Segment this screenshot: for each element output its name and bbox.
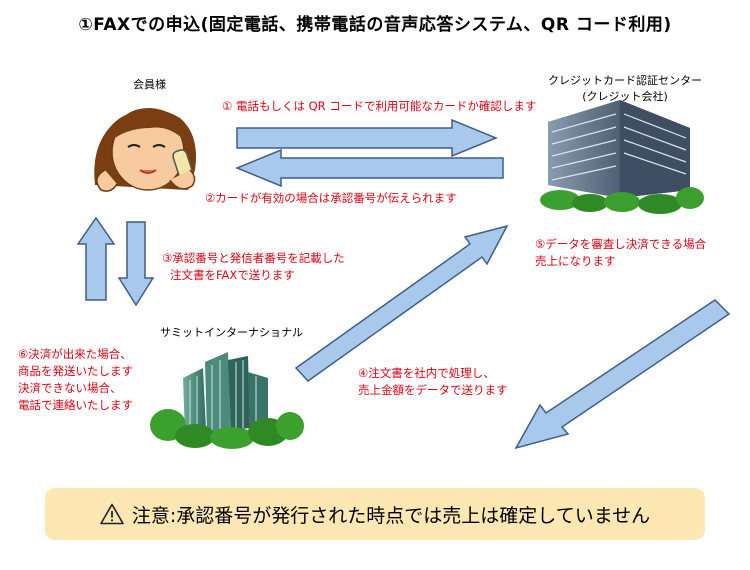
step-6-line3: 決済できない場合、 — [18, 381, 122, 395]
step-5-text: ⑤データを審査し決済できる場合 売上になります — [535, 236, 706, 270]
step-6-text: ⑥決済が出来た場合、 商品を発送いたします 決済できない場合、 電話で連絡いたし… — [18, 346, 133, 414]
arrow-center-to-company-result — [514, 299, 731, 450]
step-3-text: ③承認番号と発信者番号を記載した 注文書をFAXで送ります — [162, 250, 345, 284]
center-label: クレジットカード認証センター (クレジット会社) — [530, 72, 720, 104]
step-5-line1: ⑤データを審査し決済できる場合 — [535, 237, 707, 251]
notice-text: 注意:承認番号が発行された時点では売上は確定していません — [131, 504, 651, 527]
step-1-text: ① 電話もしくは QR コードで利用可能なカードか確認します — [222, 99, 537, 113]
member-illustration — [94, 108, 196, 192]
step-4-line2: 売上金額をデータで送ります — [358, 383, 508, 397]
step-2-text: ②カードが有効の場合は承認番号が伝えられます — [205, 191, 457, 205]
arrow-company-to-center — [294, 224, 509, 382]
arrow-member-to-center — [236, 118, 498, 158]
step-6-line1: ⑥決済が出来た場合、 — [18, 347, 132, 361]
page-title: ①FAXでの申込(固定電話、携帯電話の音声応答システム、QR コード利用) — [78, 15, 672, 35]
step-6-line4: 電話で連絡いたします — [18, 398, 133, 412]
step-3-line2: 注文書をFAXで送ります — [170, 268, 295, 282]
company-label: サミットインターナショナル — [160, 326, 303, 339]
step-4-text: ④注文書を社内で処理し、 売上金額をデータで送ります — [358, 365, 508, 399]
warning-icon — [100, 503, 124, 525]
center-label-line1: クレジットカード認証センター — [548, 74, 702, 87]
arrow-company-to-member — [76, 216, 116, 301]
credit-center-building — [540, 100, 704, 214]
company-building — [150, 352, 304, 449]
step-6-line2: 商品を発送いたします — [18, 364, 133, 378]
member-label: 会員様 — [133, 78, 166, 91]
notice-banner: 注意:承認番号が発行された時点では売上は確定していません — [45, 488, 705, 540]
arrow-center-to-member — [235, 148, 504, 188]
center-label-line2: (クレジット会社) — [582, 90, 668, 103]
step-4-line1: ④注文書を社内で処理し、 — [358, 366, 495, 380]
step-5-line2: 売上になります — [535, 254, 616, 268]
step-3-line1: ③承認番号と発信者番号を記載した — [162, 251, 345, 265]
arrow-member-to-company — [117, 221, 155, 307]
